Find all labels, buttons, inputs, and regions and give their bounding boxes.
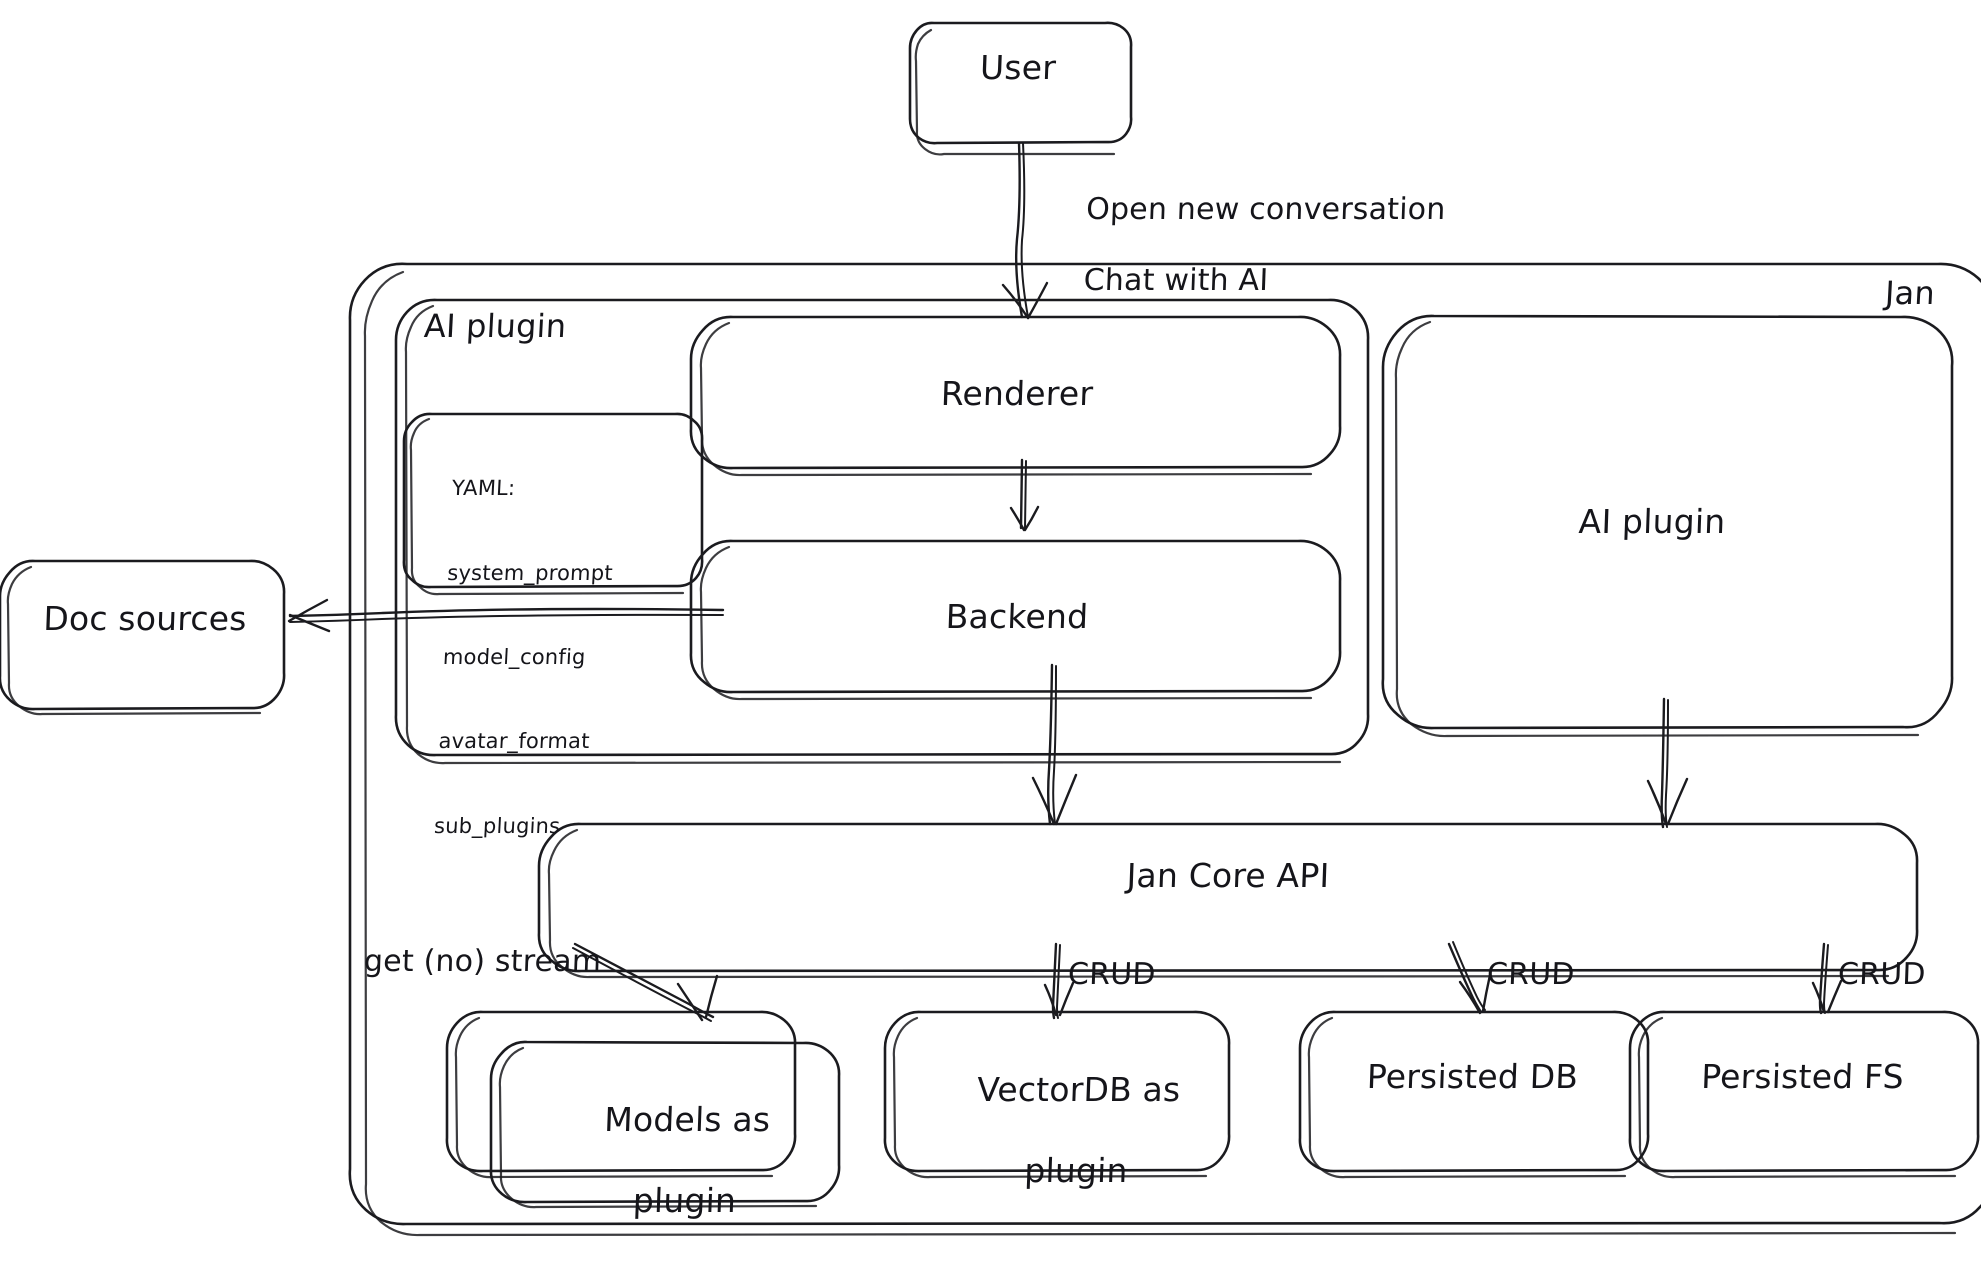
node-renderer-label: Renderer — [940, 374, 1094, 413]
edge-user-to-renderer-label: Open new conversation Chat with AI — [1043, 157, 1447, 334]
yaml-item-system-prompt: system_prompt — [446, 560, 614, 585]
node-user-shape[interactable] — [908, 21, 1133, 156]
edge-label-line2: Chat with AI — [1083, 263, 1269, 299]
group-ai-plugin-shape — [394, 298, 1370, 765]
edge-core-to-persisted-fs — [1811, 942, 1843, 1015]
node-jan-core-api-label: Jan Core API — [1125, 856, 1331, 895]
edge-ai-plugin-to-core — [1646, 697, 1689, 829]
group-ai-plugin-label: AI plugin — [423, 307, 568, 345]
node-models-as-plugin-outer-shape — [445, 1010, 797, 1179]
yaml-header: YAML: — [451, 476, 516, 501]
models-label-line2: plugin — [632, 1180, 737, 1220]
edge-core-to-persisted-db — [1447, 941, 1492, 1015]
edge-core-to-models — [572, 942, 719, 1022]
edge-renderer-to-backend — [1009, 458, 1040, 532]
edge-core-to-persisted-db-label: CRUD — [1486, 957, 1576, 992]
edge-backend-to-doc-sources — [287, 598, 725, 633]
container-jan-shape — [348, 262, 1981, 1237]
node-persisted-db-label: Persisted DB — [1366, 1057, 1579, 1096]
edge-core-to-models-label: get (no) stream — [363, 944, 602, 979]
node-doc-sources-shape[interactable] — [0, 559, 286, 716]
node-models-as-plugin-shape[interactable] — [489, 1040, 841, 1209]
node-backend-shape[interactable] — [689, 539, 1342, 701]
node-jan-core-api-shape[interactable] — [537, 822, 1919, 979]
container-jan-label: Jan — [1884, 274, 1936, 312]
node-yaml-note-shape[interactable] — [402, 412, 704, 596]
vectordb-label-line2: plugin — [1023, 1150, 1129, 1190]
node-renderer-shape[interactable] — [689, 315, 1342, 477]
node-user-label: User — [979, 48, 1057, 87]
node-backend-label: Backend — [945, 597, 1089, 636]
edge-backend-to-core — [1031, 663, 1078, 826]
node-ai-plugin-label: AI plugin — [1578, 502, 1727, 541]
node-yaml-note-text: YAML: system_prompt model_config avatar_… — [430, 418, 620, 896]
yaml-item-avatar-format: avatar_format — [437, 729, 591, 754]
node-persisted-db-shape[interactable] — [1298, 1010, 1650, 1179]
node-doc-sources-label: Doc sources — [42, 599, 248, 638]
node-persisted-fs-label: Persisted FS — [1700, 1057, 1905, 1096]
node-ai-plugin-shape[interactable] — [1381, 314, 1954, 738]
yaml-item-model-config: model_config — [442, 645, 587, 669]
vectordb-label-line1: VectorDB as — [976, 1070, 1182, 1110]
edge-core-to-vectordb — [1043, 942, 1075, 1020]
node-vectordb-as-plugin-label: VectorDB as plugin — [882, 1030, 1229, 1231]
edge-core-to-persisted-fs-label: CRUD — [1837, 957, 1927, 992]
edge-core-to-vectordb-label: CRUD — [1067, 957, 1157, 992]
yaml-item-sub-plugins: sub_plugins — [433, 813, 561, 838]
node-vectordb-as-plugin-shape[interactable] — [883, 1010, 1231, 1179]
node-persisted-fs-shape[interactable] — [1628, 1010, 1980, 1179]
models-label-line1: Models as — [603, 1100, 771, 1140]
edge-label-line1: Open new conversation — [1085, 192, 1447, 228]
edge-user-to-renderer — [1001, 141, 1049, 320]
node-models-as-plugin-label: Models as plugin — [488, 1060, 840, 1261]
